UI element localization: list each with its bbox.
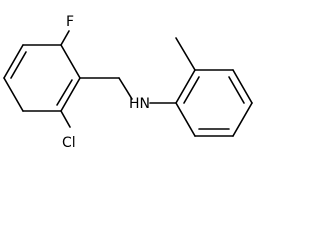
bond <box>3 77 24 112</box>
double-bond-inner <box>183 76 200 104</box>
methyl-bond <box>175 37 196 71</box>
bond <box>60 77 81 112</box>
bond <box>60 44 81 79</box>
fluorochlorophenyl-ring <box>3 44 81 112</box>
chlorine-label: Cl <box>62 135 76 151</box>
methylphenyl-ring <box>175 69 253 137</box>
double-bond-inner <box>10 51 27 79</box>
bond <box>3 44 24 79</box>
c-f-bond <box>60 30 70 46</box>
ch2-n-bond <box>118 77 133 100</box>
double-bond-inner <box>56 79 73 106</box>
bond <box>232 69 253 104</box>
bond <box>175 102 196 137</box>
c-cl-bond <box>60 110 71 128</box>
bond <box>175 69 196 104</box>
fluorine-label: F <box>66 14 74 30</box>
amine-label: HN <box>129 96 150 112</box>
bond <box>232 102 253 137</box>
double-bond-inner <box>228 76 245 104</box>
structure-diagram: F Cl HN <box>3 14 253 151</box>
